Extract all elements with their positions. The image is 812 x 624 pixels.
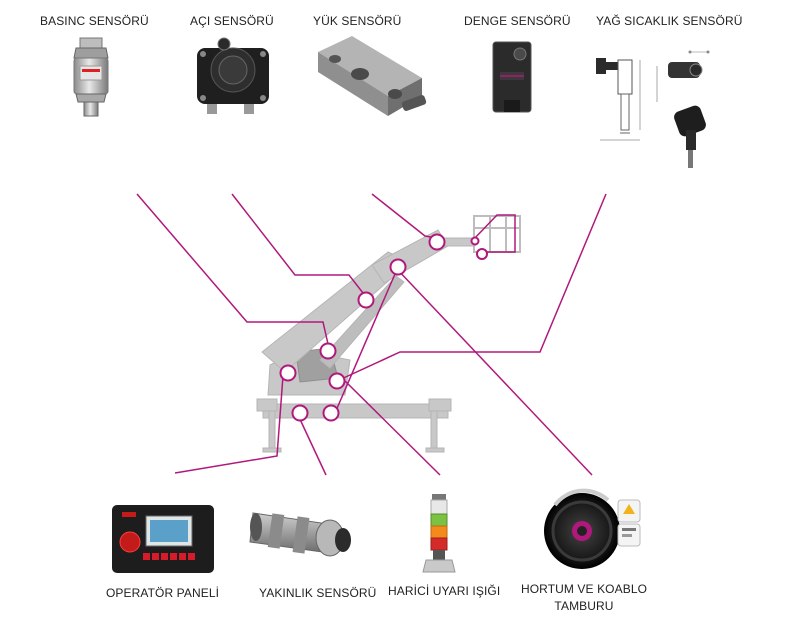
label-oil-temp-sensor: YAĞ SICAKLIK SENSÖRÜ xyxy=(596,14,743,28)
label-load-sensor: YÜK SENSÖRÜ xyxy=(313,14,402,28)
point-operator xyxy=(279,364,297,382)
oil-temperature-sensor-icon xyxy=(596,50,710,168)
label-hose-reel-line2: TAMBURU xyxy=(554,599,614,613)
connector-angle xyxy=(231,193,364,294)
connector-oil-temp xyxy=(336,193,607,382)
balance-sensor-icon xyxy=(492,41,532,113)
label-hose-reel: HORTUM VE KOABLO TAMBURU xyxy=(519,581,649,615)
point-angle xyxy=(357,291,375,309)
label-pressure-sensor: BASINC SENSÖRÜ xyxy=(40,14,149,28)
label-hose-reel-line1: HORTUM VE KOABLO xyxy=(520,582,648,596)
connector-lines xyxy=(136,193,607,476)
point-proximity xyxy=(291,404,309,422)
point-boom-upper xyxy=(389,258,407,276)
connector-operator-panel xyxy=(174,375,284,474)
point-balance xyxy=(476,248,488,260)
warning-light-icon xyxy=(422,494,456,573)
connector-balance xyxy=(472,214,516,253)
connector-boom-link xyxy=(334,266,399,414)
label-angle-sensor: AÇI SENSÖRÜ xyxy=(190,14,274,28)
point-chassis xyxy=(322,404,340,422)
connector-hose-reel xyxy=(394,266,593,476)
pressure-sensor-icon xyxy=(73,37,109,117)
label-operator-panel: OPERATÖR PANELİ xyxy=(106,586,220,600)
point-load xyxy=(428,233,446,251)
label-proximity-sensor: YAKINLIK SENSÖRÜ xyxy=(259,586,377,600)
point-balance-small xyxy=(470,236,480,246)
label-warning-light: HARİCİ UYARI IŞIĞI xyxy=(388,584,501,598)
connector-load xyxy=(371,193,438,239)
label-balance-sensor: DENGE SENSÖRÜ xyxy=(464,14,571,28)
connector-pressure xyxy=(136,193,329,345)
connector-proximity xyxy=(297,414,327,476)
connector-points xyxy=(279,233,488,422)
operator-panel-icon xyxy=(112,505,214,573)
point-oil-temp xyxy=(328,372,346,390)
angle-sensor-icon xyxy=(197,37,269,114)
hose-cable-reel-icon xyxy=(544,488,641,569)
point-pressure xyxy=(319,342,337,360)
load-cell-icon xyxy=(318,36,427,116)
connector-warning-light xyxy=(344,380,441,476)
proximity-sensor-icon xyxy=(249,512,351,557)
